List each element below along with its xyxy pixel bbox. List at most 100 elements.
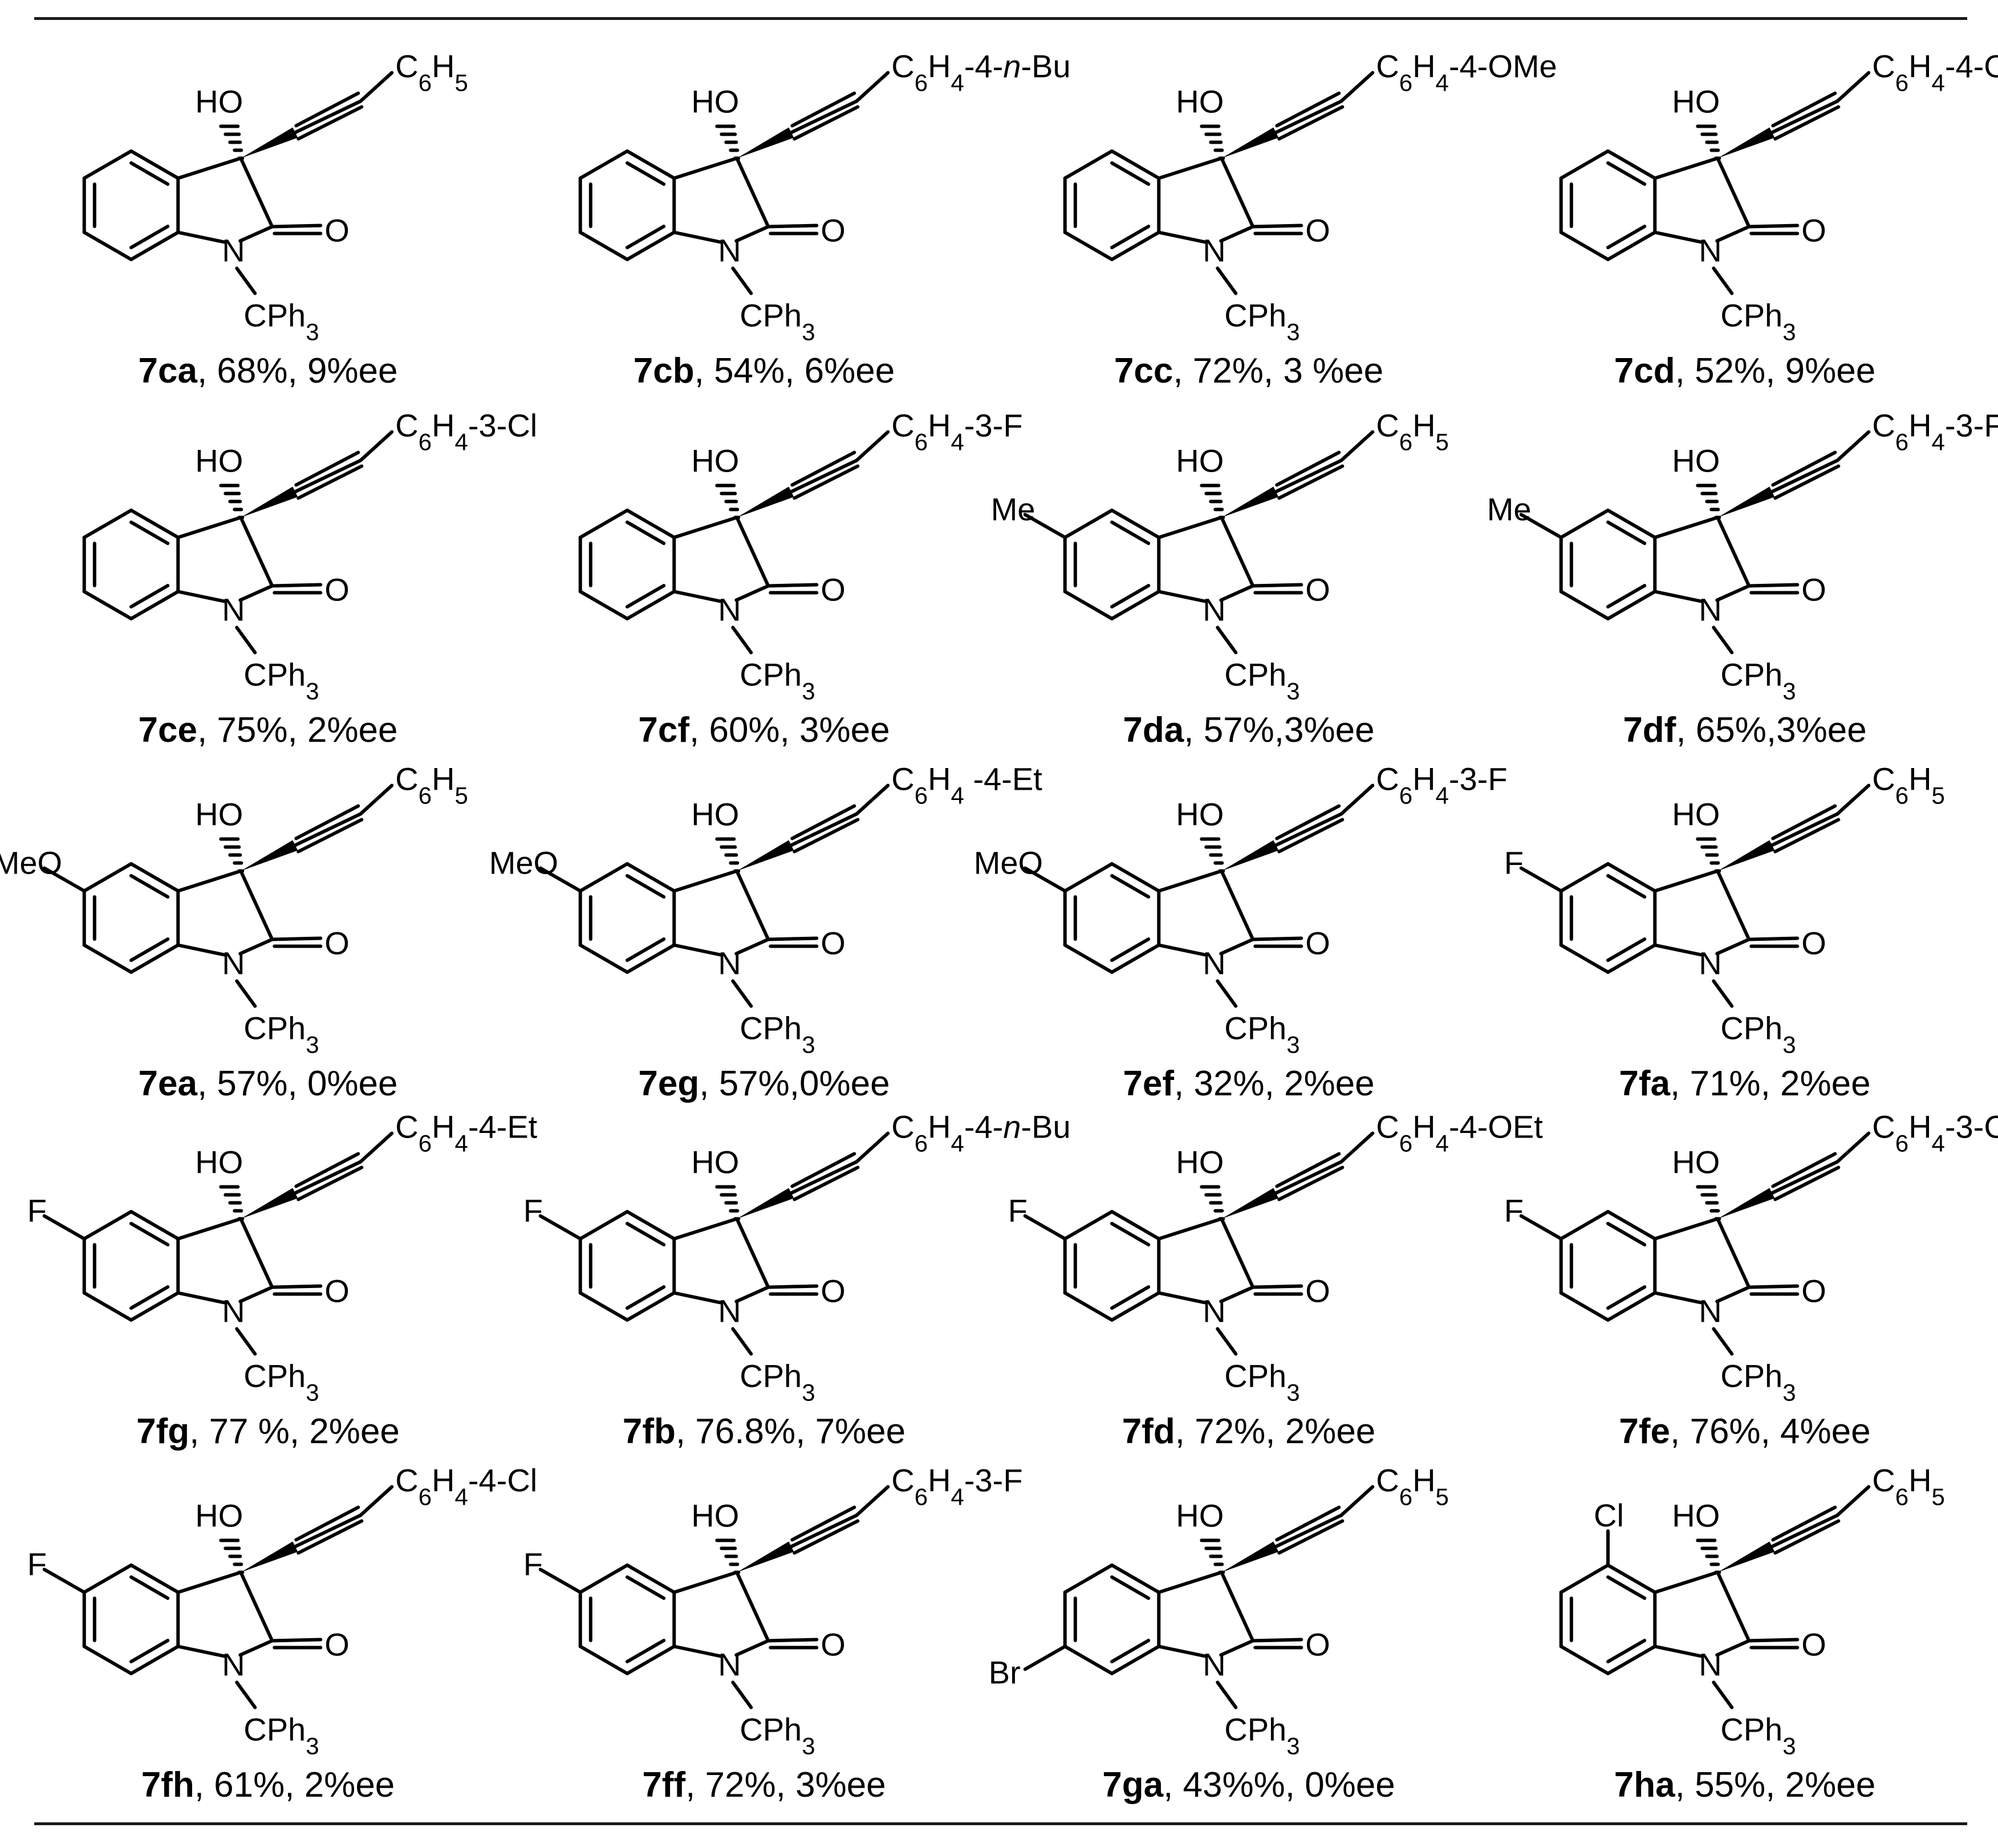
ring-substituent-label: F	[523, 1193, 543, 1229]
aryl-group-label: C6H4-3-F	[1376, 761, 1507, 809]
n-substituent-label: CPh3	[243, 1010, 319, 1058]
ring-bond	[734, 1285, 770, 1303]
nitrogen-label: N	[222, 1647, 245, 1683]
aryl-group-label: C6H4-3-F	[1872, 408, 1998, 456]
yield-value: 77 %	[209, 1412, 290, 1451]
n-substituent-bond	[1216, 1327, 1238, 1356]
aryl-bond	[1835, 430, 1871, 462]
ring-bond	[1110, 1644, 1161, 1675]
compound-id: 7ga	[1102, 1765, 1164, 1805]
aryl-group-label: C6H5	[1376, 1463, 1449, 1510]
carbonyl-oxygen-label: O	[821, 1627, 846, 1663]
ring-bond	[1606, 1563, 1657, 1594]
nitrogen-label: N	[718, 592, 741, 628]
ring-bond	[1157, 1644, 1207, 1658]
ring-bond	[238, 1285, 274, 1303]
hydroxyl-label: HO	[691, 84, 739, 120]
alkyne-bond	[293, 1513, 363, 1549]
nitrogen-label: N	[1699, 592, 1721, 628]
ring-substituent-label: F	[27, 1193, 47, 1229]
ring-bond	[129, 862, 180, 893]
compound-id: 7ef	[1123, 1064, 1175, 1103]
alkyne-bond	[790, 1152, 856, 1188]
ring-substituent-label: F	[523, 1546, 543, 1582]
hydroxyl-label: HO	[195, 797, 243, 832]
separator: ,	[1670, 1412, 1690, 1451]
hydroxyl-label: HO	[1672, 797, 1720, 832]
ring-bond	[578, 509, 629, 539]
nitrogen-label: N	[1203, 592, 1225, 628]
ring-bond	[239, 1570, 274, 1643]
ring-bond	[672, 230, 722, 244]
separator: ,	[1174, 1064, 1194, 1103]
substituent-bond	[42, 1214, 86, 1241]
ring-bond	[129, 1563, 180, 1594]
alkyne-bond	[789, 1513, 859, 1549]
aryl-bond	[855, 430, 890, 462]
ring-bond	[1559, 1210, 1610, 1241]
compound-id: 7da	[1123, 710, 1184, 750]
ring-bond	[1063, 1563, 1114, 1594]
alkyne-bond	[297, 1519, 364, 1555]
nitrogen-label: N	[222, 945, 245, 981]
ring-bond	[1715, 1285, 1751, 1303]
nitrogen-label: N	[1203, 1647, 1225, 1683]
aryl-group-label: C6H4-3-F	[891, 408, 1022, 456]
ring-bond	[176, 156, 243, 180]
aromatic-bond	[1110, 937, 1151, 962]
ring-bond	[1063, 862, 1114, 893]
aryl-bond	[1835, 1131, 1871, 1164]
ee-value: 9%ee	[1785, 351, 1876, 391]
aryl-bond	[359, 430, 394, 462]
ring-bond	[626, 230, 676, 261]
ring-bond	[1063, 1291, 1114, 1322]
alkyne-bond	[790, 1505, 856, 1542]
compound-caption: 7ca, 68%, 9%ee	[23, 351, 513, 391]
aromatic-bond	[129, 584, 170, 609]
aromatic-bond	[1606, 225, 1647, 250]
separator: ,	[1265, 1412, 1285, 1451]
ring-bond	[176, 1291, 226, 1305]
n-substituent-bond	[731, 266, 753, 295]
alkyne-bond	[793, 818, 860, 854]
ring-bond	[238, 584, 274, 602]
ring-bond	[672, 156, 739, 180]
carbonyl-oxygen-label: O	[1305, 572, 1330, 608]
hydroxyl-label: HO	[1672, 84, 1720, 120]
substituent-bond	[42, 866, 86, 893]
compound-id: 7fb	[622, 1412, 676, 1451]
ee-value: 2%ee	[1785, 1765, 1876, 1805]
carbonyl-oxygen-label: O	[324, 213, 350, 249]
ring-bond	[1715, 584, 1751, 602]
carbonyl-bond	[1747, 936, 1800, 941]
ring-bond	[1653, 943, 1703, 957]
compound-id: 7df	[1623, 710, 1676, 750]
ring-substituent-label: Me	[991, 492, 1035, 527]
ring-bond	[1559, 1291, 1610, 1322]
alkyne-bond	[1771, 804, 1837, 840]
ring-bond	[82, 862, 133, 893]
aromatic-bond	[1606, 1285, 1647, 1310]
aromatic-bond	[129, 1285, 170, 1310]
nitrogen-label: N	[222, 592, 245, 628]
yield-value: 32%	[1193, 1064, 1265, 1103]
alkyne-bond	[294, 804, 360, 840]
carbonyl-bond	[270, 224, 323, 229]
compound-id: 7ce	[138, 710, 197, 750]
ring-bond	[1606, 590, 1657, 620]
aryl-bond	[855, 1131, 890, 1164]
nitrogen-label: N	[222, 233, 245, 269]
compound-id: 7ea	[138, 1064, 197, 1103]
separator: ,	[287, 351, 307, 391]
separator: ,	[1173, 351, 1193, 391]
n-substituent-label: CPh3	[740, 1712, 815, 1760]
yield-value: 72%	[1192, 351, 1264, 391]
ring-bond	[1157, 1570, 1224, 1594]
